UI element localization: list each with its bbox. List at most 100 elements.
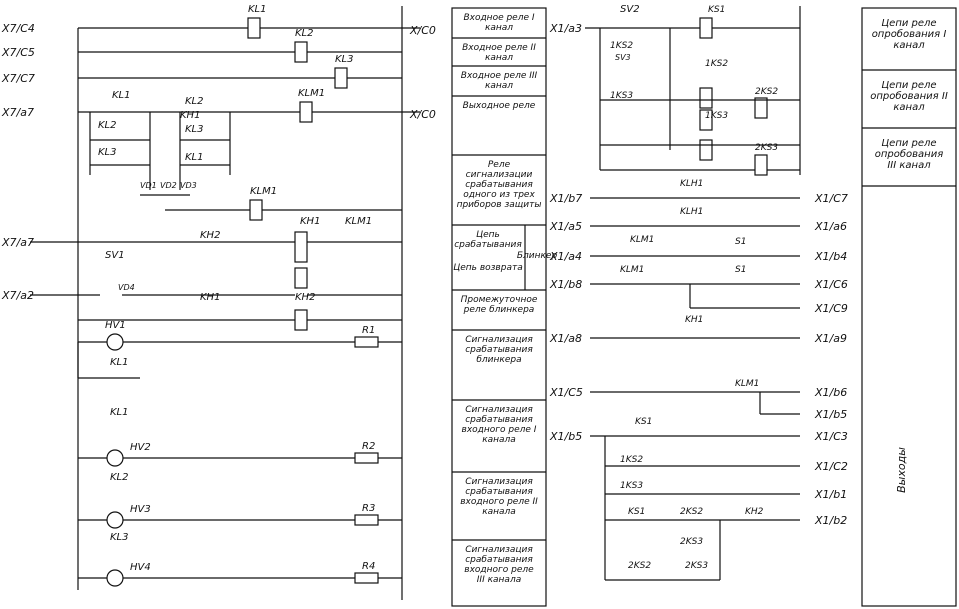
- terminal-label: X7/a7: [1, 236, 34, 249]
- contact-label: 1KS2: [620, 455, 643, 465]
- terminal-label: X1/a8: [549, 332, 582, 345]
- terminal-label: X1/b2: [814, 514, 847, 527]
- description-text: Сигнализация: [465, 405, 533, 415]
- contact-label: KL2: [185, 96, 204, 107]
- relay-label: KLM1: [298, 88, 325, 99]
- contact-label: KH1: [200, 292, 220, 303]
- relay-label: 2KS2: [755, 87, 778, 97]
- contact-label: KH1: [685, 315, 703, 325]
- terminal-label: X1/a5: [549, 220, 582, 233]
- terminal-label: X1/b1: [814, 488, 847, 501]
- contact-label: KS1: [635, 417, 652, 427]
- relay-label: 1KS3: [705, 111, 728, 121]
- description-text: срабатывания: [465, 487, 533, 497]
- description-text: канал: [485, 23, 513, 33]
- contact-label: KLM1: [620, 265, 644, 275]
- description-text: срабатывания: [465, 345, 533, 355]
- switch-label: SV3: [615, 53, 631, 62]
- description-text: Цепь: [476, 230, 500, 240]
- terminal-label: X7/C5: [1, 46, 35, 59]
- terminal-label: X/C0: [409, 24, 436, 37]
- description-text: приборов защиты: [457, 200, 542, 210]
- description-text: входного реле I: [462, 425, 537, 435]
- terminal-label: X1/a4: [549, 250, 582, 263]
- terminal-label: X1/C9: [814, 302, 848, 315]
- description-text: Цепь возврата: [453, 263, 522, 273]
- resistor-label: R4: [362, 561, 375, 572]
- description-text: III канала: [477, 575, 521, 585]
- contact-label: KL3: [110, 532, 129, 543]
- description-text: реле блинкера: [463, 305, 535, 315]
- relay-label: 1KS2: [705, 59, 728, 69]
- terminal-label: X1/C5: [549, 386, 583, 399]
- description-text: канала: [482, 435, 516, 445]
- panel-text: опробования: [875, 148, 943, 160]
- terminal-label: X1/b8: [549, 278, 582, 291]
- description-text: Входное реле III: [461, 71, 538, 81]
- terminal-label: X1/b5: [549, 430, 582, 443]
- terminal-label: X1/a3: [549, 22, 582, 35]
- terminal-label: X7/a2: [1, 289, 34, 302]
- contact-label: KLM1: [250, 186, 277, 197]
- contact-label: KLM1: [345, 216, 372, 227]
- diode-label: VD1: [140, 181, 157, 190]
- panel-text: канал: [893, 40, 925, 51]
- terminal-label: X1/b5: [814, 408, 847, 421]
- terminal-label: X1/C7: [814, 192, 848, 205]
- description-text: Реле: [488, 160, 511, 170]
- terminal-label: X1/b4: [814, 250, 847, 263]
- switch-label: SV2: [620, 4, 640, 15]
- terminal-label: X7/C7: [1, 72, 35, 85]
- panel-text: канал: [893, 102, 925, 113]
- description-text: срабатывания: [465, 555, 533, 565]
- description-text: входного реле II: [460, 497, 538, 507]
- description-text: Промежуточное: [461, 295, 538, 305]
- contact-label: KL2: [98, 120, 117, 131]
- description-text: Сигнализация: [465, 335, 533, 345]
- description-text: канал: [485, 81, 513, 91]
- description-text: сигнализации: [466, 170, 533, 180]
- panel-text: опробования II: [870, 90, 948, 102]
- contact-label: KL1: [185, 152, 204, 163]
- description-text: Сигнализация: [465, 477, 533, 487]
- description-text: Блинкер: [517, 251, 558, 261]
- contact-label: KS1: [628, 507, 645, 517]
- resistor-label: R1: [362, 325, 375, 336]
- contact-label: KH2: [200, 230, 220, 241]
- lamp-label: HV2: [130, 442, 151, 453]
- description-text: канала: [482, 507, 516, 517]
- panel-text: Цепи реле: [881, 80, 936, 91]
- terminal-label: X1/a9: [814, 332, 847, 345]
- terminal-label: X7/C4: [1, 22, 35, 35]
- description-text: Входное реле I: [463, 13, 534, 23]
- terminal-label: X1/C3: [814, 430, 848, 443]
- contact-label: KLM1: [630, 235, 654, 245]
- outputs-label: Выходы: [895, 447, 908, 493]
- relay-label: 1KS2: [610, 41, 633, 51]
- lamp-label: HV3: [130, 504, 151, 515]
- description-text: канал: [485, 53, 513, 63]
- contact-label: KL2: [110, 472, 129, 483]
- diode-label: VD4: [118, 283, 135, 292]
- relay-label: KL2: [295, 28, 314, 39]
- resistor-label: R3: [362, 503, 375, 514]
- description-text: срабатывания: [454, 240, 522, 250]
- contact-label: 2KS2: [680, 507, 703, 517]
- diode-label: VD3: [180, 181, 197, 190]
- contact-label: KLH1: [680, 207, 703, 217]
- description-text: блинкера: [476, 355, 521, 365]
- contact-label: S1: [735, 265, 746, 275]
- description-text: срабатывания: [465, 180, 533, 190]
- description-text: Сигнализация: [465, 545, 533, 555]
- description-text: срабатывания: [465, 415, 533, 425]
- relay-label: KL1: [248, 4, 267, 15]
- relay-label: KL3: [335, 54, 354, 65]
- contact-label: KL3: [185, 124, 204, 135]
- contact-label: 1KS3: [620, 481, 643, 491]
- contact-label: KH2: [745, 507, 764, 517]
- description-text: одного из трех: [463, 190, 535, 200]
- contact-label: KL1: [110, 407, 129, 418]
- contact-label: SV1: [105, 250, 125, 261]
- relay-label: KS1: [708, 5, 725, 15]
